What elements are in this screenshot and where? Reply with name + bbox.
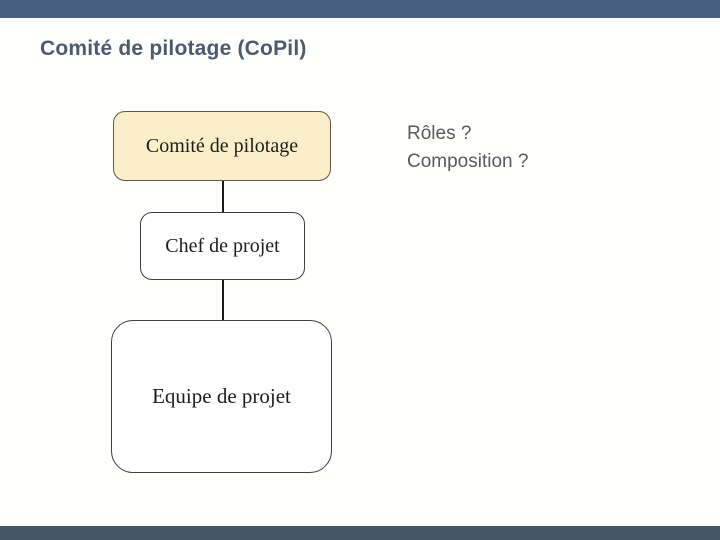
connector-copil-to-chef [222, 181, 224, 212]
annotation-line-roles: Rôles ? [407, 123, 472, 144]
annotation-line-composition: Composition ? [407, 151, 529, 172]
node-label: Comité de pilotage [145, 134, 299, 157]
node-label: Equipe de projet [152, 384, 291, 408]
annotation-questions: Rôles ? Composition ? [407, 120, 528, 176]
node-comite-de-pilotage: Comité de pilotage [113, 111, 331, 181]
node-label: Chef de projet [165, 234, 280, 257]
footer-bar [0, 526, 720, 540]
slide-title: Comité de pilotage (CoPil) [40, 37, 307, 60]
connector-chef-to-equipe [222, 280, 224, 320]
top-accent-bar [0, 0, 720, 18]
node-chef-de-projet: Chef de projet [140, 212, 305, 280]
node-equipe-de-projet: Equipe de projet [111, 320, 332, 473]
